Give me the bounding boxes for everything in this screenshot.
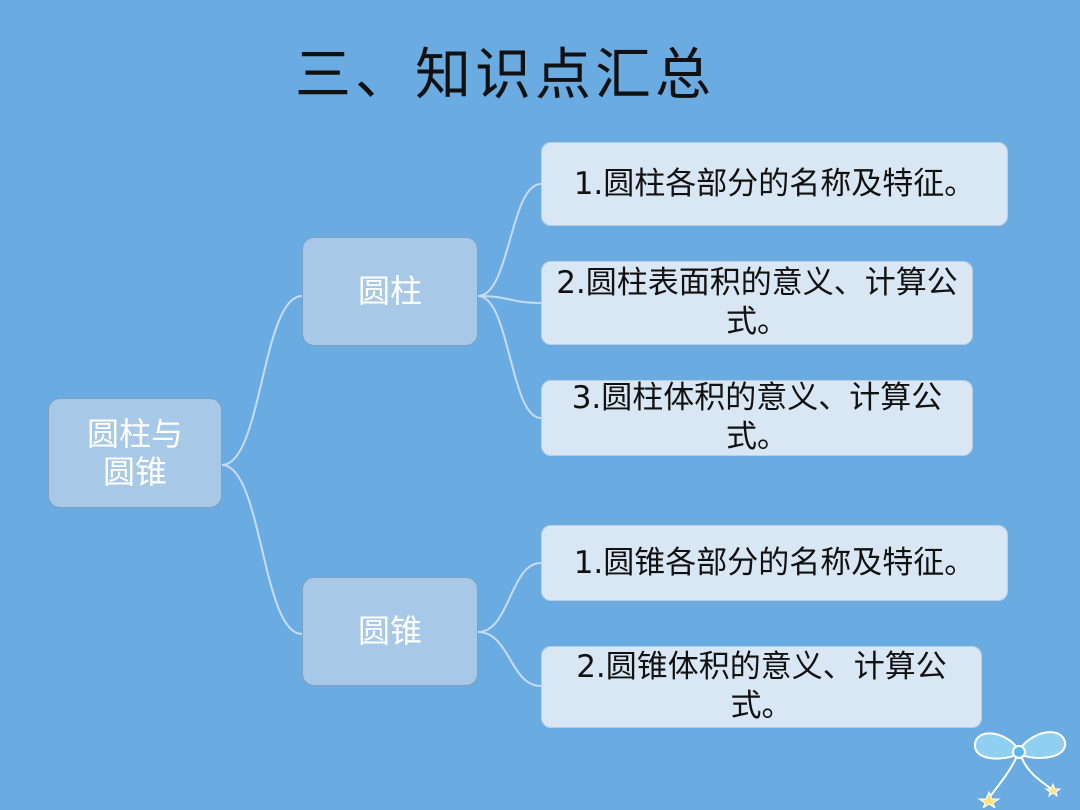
connector-root-to-cone [221,464,303,635]
cylinder-leaf-2-label: 2.圆柱表面积的意义、计算公式。 [556,265,958,340]
root-node: 圆柱与 圆锥 [48,398,222,508]
connector-cylinder-to-leaf-1 [477,183,542,297]
cylinder-leaf-2: 2.圆柱表面积的意义、计算公式。 [541,261,973,345]
cone-leaf-1-label: 1.圆锥各部分的名称及特征。 [573,544,976,581]
connector-cylinder-to-leaf-3 [477,295,542,419]
cone-leaf-2-label: 2.圆锥体积的意义、计算公式。 [576,649,947,724]
connector-root-to-cylinder [221,295,303,466]
slide-title: 三、知识点汇总 [295,43,715,108]
connector-cone-to-leaf-1 [477,562,542,633]
cone-node: 圆锥 [302,577,478,686]
cylinder-leaf-1: 1.圆柱各部分的名称及特征。 [541,142,1008,226]
cone-leaf-1: 1.圆锥各部分的名称及特征。 [541,525,1008,601]
connector-cone-to-leaf-2 [477,631,542,687]
cone-leaf-2: 2.圆锥体积的意义、计算公式。 [541,646,982,728]
ribbon-bow-icon [974,731,1067,808]
cylinder-leaf-3: 3.圆柱体积的意义、计算公式。 [541,380,973,456]
cylinder-node: 圆柱 [302,237,478,346]
cylinder-leaf-3-label: 3.圆柱体积的意义、计算公式。 [571,380,943,455]
cone-node-label: 圆锥 [357,612,422,651]
cylinder-leaf-1-label: 1.圆柱各部分的名称及特征。 [573,165,976,202]
connector-cylinder-to-leaf-2 [477,295,542,304]
cylinder-node-label: 圆柱 [357,272,422,311]
root-node-label: 圆柱与 圆锥 [86,414,183,491]
